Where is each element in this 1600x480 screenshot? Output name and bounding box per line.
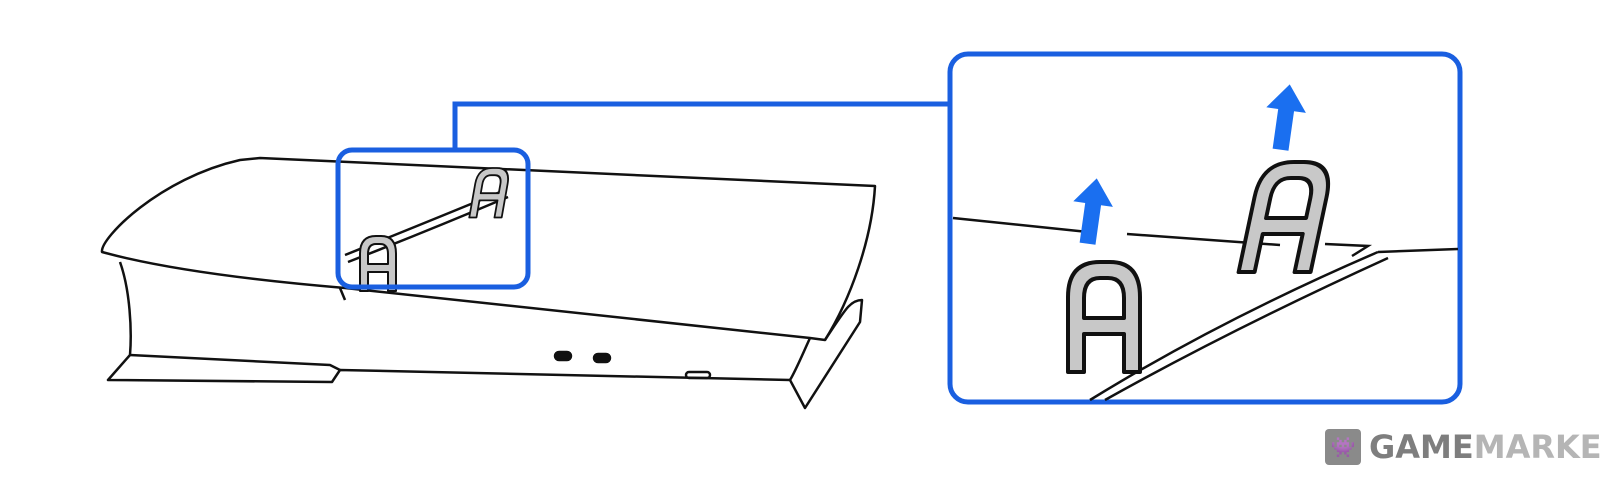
usb-port bbox=[592, 352, 612, 364]
watermark-logo: 👾 GAMEMARKET bbox=[1325, 428, 1600, 466]
usb-port bbox=[553, 350, 573, 362]
watermark-part2: MARKET bbox=[1473, 428, 1600, 466]
disc-eject-slot bbox=[684, 370, 712, 380]
watermark-part1: GAME bbox=[1369, 428, 1474, 466]
detail-highlight-box bbox=[335, 147, 531, 290]
console-body bbox=[106, 261, 864, 410]
zoomed-detail-box bbox=[947, 51, 1463, 405]
console-top-cover bbox=[100, 156, 877, 342]
space-invader-icon: 👾 bbox=[1325, 429, 1361, 465]
callout-connector bbox=[452, 101, 950, 150]
